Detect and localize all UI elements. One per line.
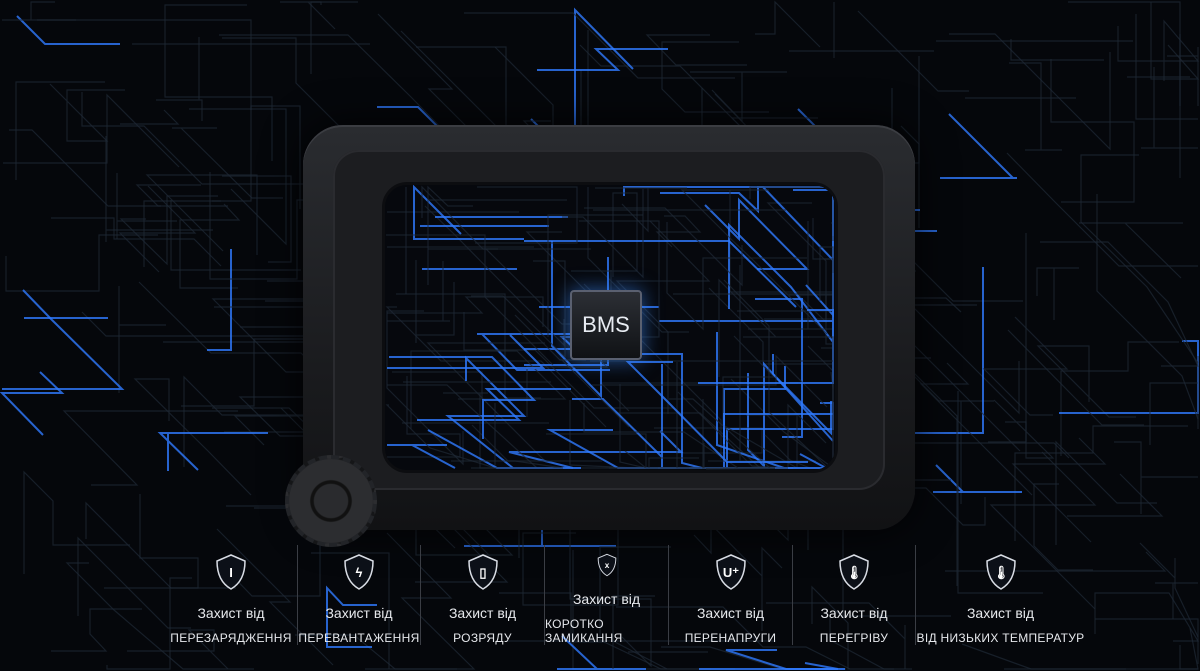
shield-overvoltage-icon: U⁺ <box>715 554 746 590</box>
shield-short-circuit-icon: x <box>597 553 616 577</box>
device-screen: BMS <box>385 185 835 470</box>
svg-text:x: x <box>604 561 609 570</box>
svg-text:I: I <box>229 565 233 580</box>
shield-battery-icon: ▯ <box>467 554 498 590</box>
svg-text:🌡: 🌡 <box>992 565 1009 580</box>
shield-thermometer-hot-icon: 🌡 <box>839 554 869 590</box>
svg-text:🌡: 🌡 <box>846 565 863 580</box>
shield-lightning-icon: ϟ <box>344 554 374 590</box>
svg-text:U⁺: U⁺ <box>722 565 738 580</box>
svg-text:▯: ▯ <box>479 565 486 580</box>
bms-chip: BMS <box>570 290 642 360</box>
device-knob <box>285 455 377 547</box>
shield-overcharge-icon: I <box>216 554 246 590</box>
chip-label: BMS <box>582 312 630 337</box>
shield-thermometer-cold-icon: 🌡 <box>985 554 1016 590</box>
svg-text:ϟ: ϟ <box>356 565 363 580</box>
